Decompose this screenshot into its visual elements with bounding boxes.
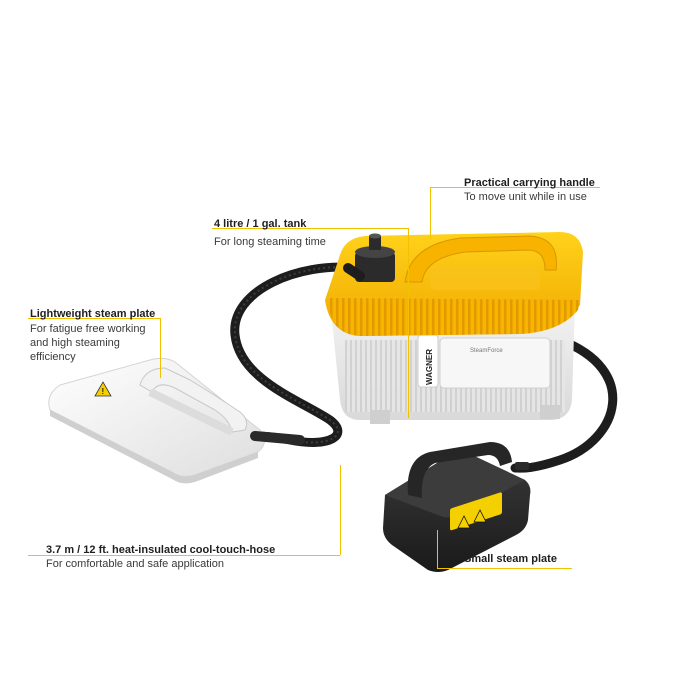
- leader-handle-h: [430, 187, 600, 188]
- leader-tank-v: [408, 228, 409, 418]
- logo: WAGNER: [425, 349, 434, 385]
- callout-handle-desc: To move unit while in use: [464, 191, 587, 203]
- callout-hose-title: 3.7 m / 12 ft. heat-insulated cool-touch…: [46, 544, 276, 556]
- manual-icon: [473, 509, 487, 523]
- small-steam-plate: [383, 442, 531, 572]
- leader-small-plate-h: [437, 568, 572, 569]
- callout-large-plate-desc-3: efficiency: [30, 351, 76, 363]
- callout-carrying-handle: Practical carrying handle To move unit w…: [464, 176, 595, 204]
- leader-hose-h: [28, 555, 340, 556]
- callout-small-plate: Small steam plate: [464, 552, 557, 566]
- leader-hose-v: [340, 465, 341, 555]
- callout-handle-title: Practical carrying handle: [464, 177, 595, 189]
- hot-surface-icon: [457, 515, 471, 529]
- callout-hose: 3.7 m / 12 ft. heat-insulated cool-touch…: [46, 543, 275, 571]
- callout-large-plate-desc-2: and high steaming: [30, 337, 120, 349]
- leader-large-plate-v: [160, 318, 161, 378]
- large-steam-plate: !: [48, 357, 305, 484]
- steamer-unit: SteamForce WAGNER: [325, 232, 583, 424]
- leader-tank-h: [212, 228, 408, 229]
- leader-large-plate-h: [28, 318, 160, 319]
- svg-text:!: !: [102, 387, 105, 396]
- callout-large-plate: Lightweight steam plate For fatigue free…: [30, 307, 155, 364]
- callout-small-plate-title: Small steam plate: [464, 553, 557, 565]
- warning-triangle-icon: !: [94, 381, 112, 397]
- callout-tank-title: 4 litre / 1 gal. tank: [214, 218, 307, 230]
- callout-tank-desc: For long steaming time: [214, 236, 326, 248]
- callout-hose-desc: For comfortable and safe application: [46, 558, 224, 570]
- callout-large-plate-title: Lightweight steam plate: [30, 308, 156, 320]
- callout-tank: 4 litre / 1 gal. tank For long steaming …: [214, 217, 326, 249]
- leader-small-plate-v: [437, 530, 438, 568]
- model-label: SteamForce: [470, 348, 503, 354]
- leader-handle-v: [430, 187, 431, 239]
- callout-large-plate-desc-1: For fatigue free working: [30, 323, 146, 335]
